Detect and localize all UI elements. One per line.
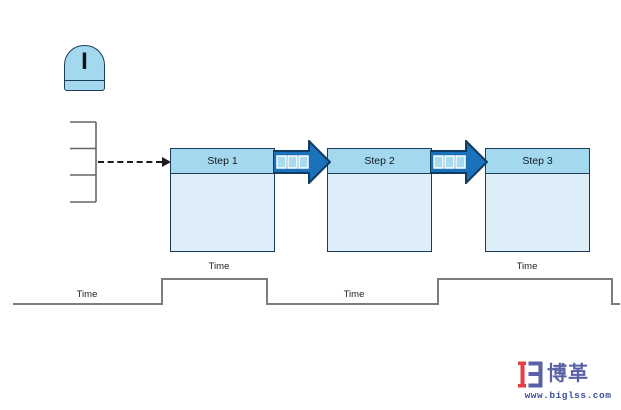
brand-name: 博革 [547,363,589,385]
dome-band-line [64,80,105,81]
process-step-label: Step 3 [486,149,589,174]
push-arrow-icon-2 [430,140,488,184]
process-step-label: Step 2 [328,149,431,174]
process-step-box-1: Step 1 [170,148,275,252]
timeline-label-low-2: Time [343,289,365,300]
inventory-dome-symbol: I [64,45,105,91]
timeline-label-high-2: Time [516,261,538,272]
inventory-label: I [81,48,88,75]
process-step-box-3: Step 3 [485,148,590,252]
dashed-arrowhead-icon [162,157,171,167]
process-step-box-2: Step 2 [327,148,432,252]
logo-mark-icon [518,361,543,388]
push-schedule-dashed-arrow [98,161,162,163]
process-step-label: Step 1 [171,149,274,174]
comb-ladder-symbol [70,121,97,203]
push-arrow-icon-1 [273,140,331,184]
timeline-line [13,278,620,305]
brand-logo: 博革 www.biglss.com [518,361,618,401]
timeline-label-low-1: Time [76,289,98,300]
timeline-label-high-1: Time [208,261,230,272]
brand-url: www.biglss.com [524,390,612,401]
